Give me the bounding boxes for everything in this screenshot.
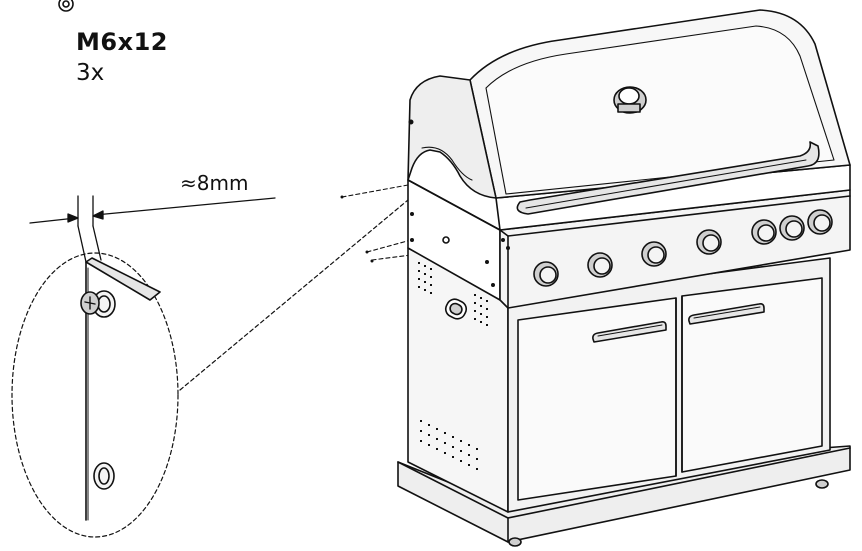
- bolt-spec-label: M6x12: [76, 28, 168, 56]
- thermometer-icon: [613, 86, 647, 114]
- knob-icon: [641, 241, 667, 267]
- washer-icon: [58, 0, 74, 12]
- grill-illustration: [397, 9, 851, 547]
- vent-grille-icon: [418, 262, 488, 470]
- knob-icon: [751, 219, 777, 245]
- dimension-marker: [29, 195, 276, 263]
- detail-panel: [80, 257, 161, 521]
- detail-callout: [11, 199, 409, 538]
- knob-icon: [587, 252, 613, 278]
- handle-icon: [592, 321, 667, 343]
- gap-measurement-label: ≈8mm: [180, 171, 249, 195]
- screw-leaders: [340, 184, 412, 263]
- bolt-quantity-label: 3x: [76, 60, 105, 86]
- handle-icon: [688, 303, 765, 325]
- knob-icon: [533, 261, 559, 287]
- bolt-icon: [80, 290, 116, 318]
- knob-icon: [696, 229, 722, 255]
- knob-icon: [807, 209, 833, 235]
- knob-icon: [779, 215, 805, 241]
